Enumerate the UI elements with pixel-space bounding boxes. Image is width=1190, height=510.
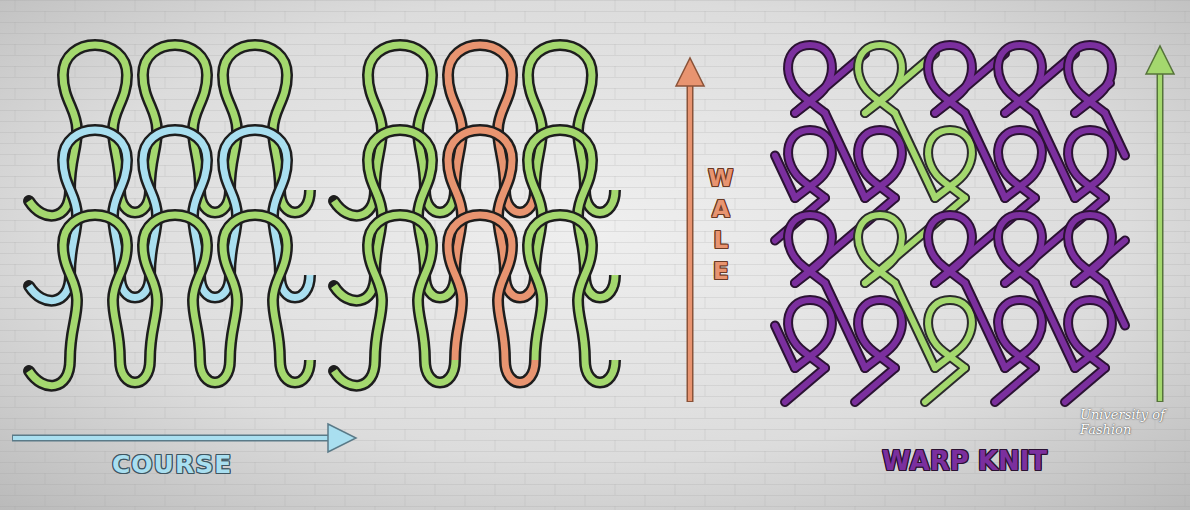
warp-yarn xyxy=(1068,45,1125,326)
weft-knit-wale-panel xyxy=(334,45,615,386)
knit-loop xyxy=(63,215,150,383)
axis-label: COURSE xyxy=(112,450,232,480)
yarn-end xyxy=(29,360,70,386)
warp-arrow xyxy=(1146,46,1174,402)
arrow-shaft-outline xyxy=(1157,70,1164,402)
wale-arrow xyxy=(676,58,704,402)
course-arrow xyxy=(12,424,356,452)
arrow-head xyxy=(676,58,704,86)
weft-knit-course-panel xyxy=(29,45,310,386)
yarn-outline xyxy=(1068,45,1125,326)
knit-loop xyxy=(143,215,230,383)
yarn-end xyxy=(334,360,375,386)
arrow-shaft xyxy=(1158,70,1162,401)
arrow-head xyxy=(1146,46,1174,74)
yarn-end xyxy=(334,190,375,216)
arrow-shaft xyxy=(688,82,692,401)
arrow-shaft-outline xyxy=(12,435,332,442)
yarn-end xyxy=(29,275,70,301)
warp-knit-panel xyxy=(775,45,1125,402)
watermark: University of Fashion xyxy=(1080,408,1180,438)
knit-loop xyxy=(223,215,310,383)
axis-label: WALE xyxy=(707,163,735,287)
arrow-shaft-outline xyxy=(687,82,694,402)
arrow-head xyxy=(328,424,356,452)
yarn-end xyxy=(29,190,70,216)
knit-loop xyxy=(368,215,455,383)
arrow-shaft xyxy=(13,436,332,440)
knit-loop xyxy=(528,215,615,383)
panel-title: WARP KNIT xyxy=(882,446,1047,477)
knit-loop xyxy=(448,215,535,383)
yarn-end xyxy=(334,275,375,301)
